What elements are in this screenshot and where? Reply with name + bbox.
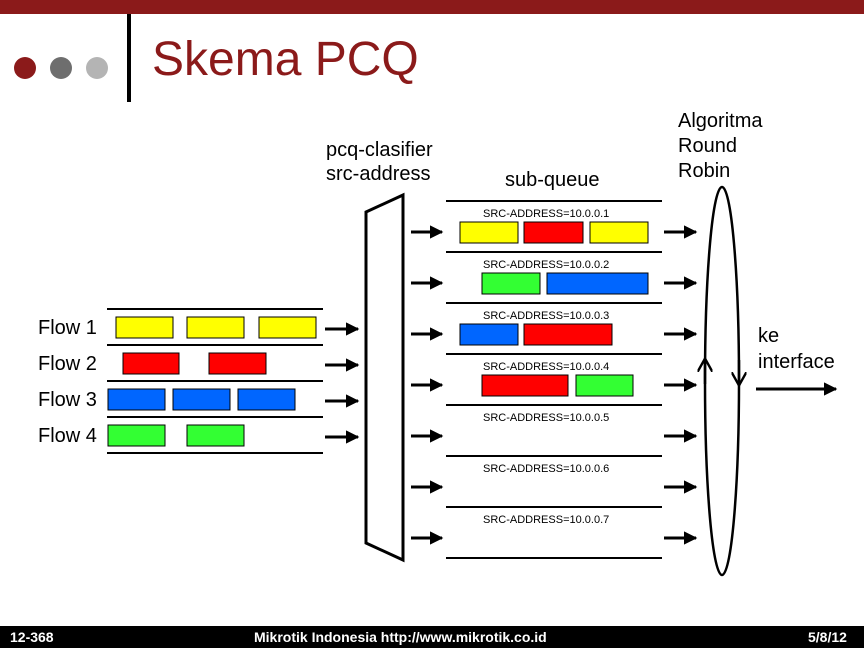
subqueue-packet: [481, 374, 569, 397]
flow-packet: [107, 424, 166, 447]
decorative-dot-light: [86, 57, 108, 79]
decorative-dot-dark: [14, 57, 36, 79]
flow-packet: [172, 388, 231, 411]
subqueue-packet: [546, 272, 649, 295]
subqueue-packet: [575, 374, 634, 397]
round-robin-label-line2: Round: [678, 135, 737, 157]
flow-packet: [186, 424, 245, 447]
output-label-line2: interface: [758, 351, 835, 373]
footer-date: 5/8/12: [808, 629, 847, 645]
subqueue-packet: [459, 323, 519, 346]
output-label-line1: ke: [758, 325, 779, 347]
flows-group: Flow 1 Flow 2 Flow 3 Flow 4: [38, 308, 360, 454]
subqueues-group: SRC-ADDRESS=10.0.0.1SRC-ADDRESS=10.0.0.2…: [411, 200, 698, 559]
footer-website: Mikrotik Indonesia http://www.mikrotik.c…: [254, 629, 547, 645]
flow-label: Flow 3: [38, 389, 97, 411]
flow-packet: [237, 388, 296, 411]
flow-label: Flow 2: [38, 353, 97, 375]
subqueue-packet: [523, 221, 584, 244]
subqueue-address-label: SRC-ADDRESS=10.0.0.3: [483, 310, 609, 322]
flow-packet: [186, 316, 245, 339]
decorative-dot-mid: [50, 57, 72, 79]
subqueue-address-label: SRC-ADDRESS=10.0.0.1: [483, 208, 609, 220]
subqueue-address-label: SRC-ADDRESS=10.0.0.2: [483, 259, 609, 271]
flow-packet: [258, 316, 317, 339]
flow-packet: [122, 352, 180, 375]
subqueue-address-label: SRC-ADDRESS=10.0.0.5: [483, 412, 609, 424]
classifier-shape: [364, 192, 405, 563]
pcq-diagram: pcq-clasifier src-address sub-queue Algo…: [38, 110, 838, 577]
flow-packet: [208, 352, 267, 375]
subqueue-label: sub-queue: [505, 169, 600, 191]
title-divider: [127, 14, 131, 102]
flow-label: Flow 1: [38, 317, 97, 339]
subqueue-packet: [589, 221, 649, 244]
flow-label: Flow 4: [38, 425, 97, 447]
flow-packet: [115, 316, 174, 339]
footer-slide-number: 12-368: [10, 629, 54, 645]
round-robin-label-line3: Robin: [678, 160, 730, 182]
slide-title: Skema PCQ: [152, 33, 419, 86]
subqueue-address-label: SRC-ADDRESS=10.0.0.7: [483, 514, 609, 526]
footer-bar: 12-368 Mikrotik Indonesia http://www.mik…: [0, 626, 864, 648]
subqueue-packet: [523, 323, 613, 346]
flow-packet: [107, 388, 166, 411]
classifier-label-line2: src-address: [326, 163, 430, 185]
top-accent-bar: [0, 0, 864, 14]
subqueue-packet: [459, 221, 519, 244]
subqueue-address-label: SRC-ADDRESS=10.0.0.6: [483, 463, 609, 475]
round-robin-label-line1: Algoritma: [678, 110, 763, 132]
subqueue-packet: [481, 272, 541, 295]
classifier-label-line1: pcq-clasifier: [326, 139, 433, 161]
subqueue-address-label: SRC-ADDRESS=10.0.0.4: [483, 361, 609, 373]
round-robin-ellipse: [703, 185, 741, 577]
